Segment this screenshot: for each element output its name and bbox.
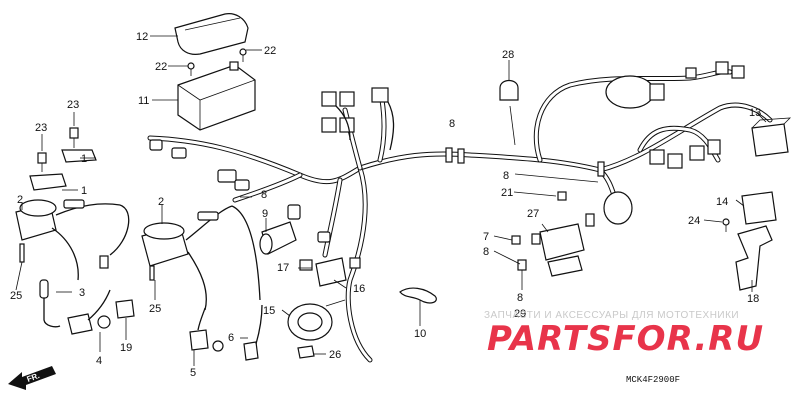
callout-11: 11 xyxy=(138,95,149,107)
left-harness-connectors xyxy=(149,139,331,243)
ignition-coil-left xyxy=(15,199,130,328)
callout-10: 10 xyxy=(414,328,426,340)
callout-15: 15 xyxy=(263,305,275,317)
callout-5: 5 xyxy=(190,367,196,379)
callout-26: 26 xyxy=(329,349,341,361)
callout-12: 12 xyxy=(136,31,148,43)
callout-28: 28 xyxy=(502,49,514,61)
fuse-box-27 xyxy=(539,213,595,277)
callout-1: 1 xyxy=(81,185,87,197)
front-direction-arrow: FR. xyxy=(8,366,56,390)
watermark-logo: PARTSFOR.RU xyxy=(487,319,764,359)
callout-3: 3 xyxy=(79,287,85,299)
rubber-boot-9 xyxy=(259,221,297,255)
callout-7: 7 xyxy=(483,231,489,243)
small-fuses xyxy=(511,191,567,271)
callout-24: 24 xyxy=(688,215,700,227)
callout-8: 8 xyxy=(517,292,523,304)
bolt-26 xyxy=(297,345,315,359)
relay-16-17 xyxy=(299,257,361,287)
callout-21: 21 xyxy=(501,187,513,199)
callout-23: 23 xyxy=(35,122,47,134)
diagram-code: MCK4F2900F xyxy=(626,375,680,385)
callout-8: 8 xyxy=(483,246,489,258)
ignition-coil-center xyxy=(141,205,261,311)
callout-14: 14 xyxy=(716,196,728,208)
callout-22: 22 xyxy=(264,45,276,57)
spark-plug-cap-left xyxy=(67,289,111,335)
relay-box-13 xyxy=(751,117,792,157)
callout-19: 19 xyxy=(120,342,132,354)
band-10 xyxy=(399,287,437,304)
callout-27: 27 xyxy=(527,208,539,220)
leader-lines xyxy=(15,35,767,366)
callout-16: 16 xyxy=(353,283,365,295)
part-cover xyxy=(174,13,249,55)
wire-clip-19 xyxy=(115,299,135,319)
callout-6: 6 xyxy=(228,332,234,344)
right-middle-connectors xyxy=(649,139,721,169)
watermark-tagline: ЗАПЧАСТИ И АКСЕССУАРЫ ДЛЯ МОТОТЕХНИКИ xyxy=(484,310,739,321)
front-direction-label: FR. xyxy=(26,371,41,384)
socket-right xyxy=(603,191,633,225)
callout-25: 25 xyxy=(10,290,22,302)
bolts-and-clamps xyxy=(29,127,97,191)
callout-13: 13 xyxy=(749,107,761,119)
callout-4: 4 xyxy=(96,355,102,367)
callout-9: 9 xyxy=(262,208,268,220)
callout-2: 2 xyxy=(158,196,164,208)
callout-8: 8 xyxy=(261,189,267,201)
callout-18: 18 xyxy=(747,293,759,305)
callout-22: 22 xyxy=(155,61,167,73)
callout-25: 25 xyxy=(149,303,161,315)
upper-connector-block xyxy=(321,87,395,151)
clamp-28 xyxy=(499,79,519,101)
spark-plug-caps-center xyxy=(189,304,263,361)
part-rubber-case xyxy=(177,61,256,131)
callout-17: 17 xyxy=(277,262,289,274)
callout-2: 2 xyxy=(17,194,23,206)
right-upper-connectors xyxy=(605,61,745,109)
callout-labels: 1 1 2 2 3 4 5 6 7 8 8 8 8 8 9 10 11 12 1… xyxy=(10,31,761,379)
bracket-14-18 xyxy=(722,191,777,291)
horn-15 xyxy=(287,299,346,341)
watermark: ЗАПЧАСТИ И АКСЕССУАРЫ ДЛЯ МОТОТЕХНИКИ PA… xyxy=(484,310,764,359)
callout-8: 8 xyxy=(503,170,509,182)
callout-8: 8 xyxy=(449,118,455,130)
callout-29: 29 xyxy=(514,308,526,320)
callout-1: 1 xyxy=(81,153,87,165)
callout-23: 23 xyxy=(67,99,79,111)
